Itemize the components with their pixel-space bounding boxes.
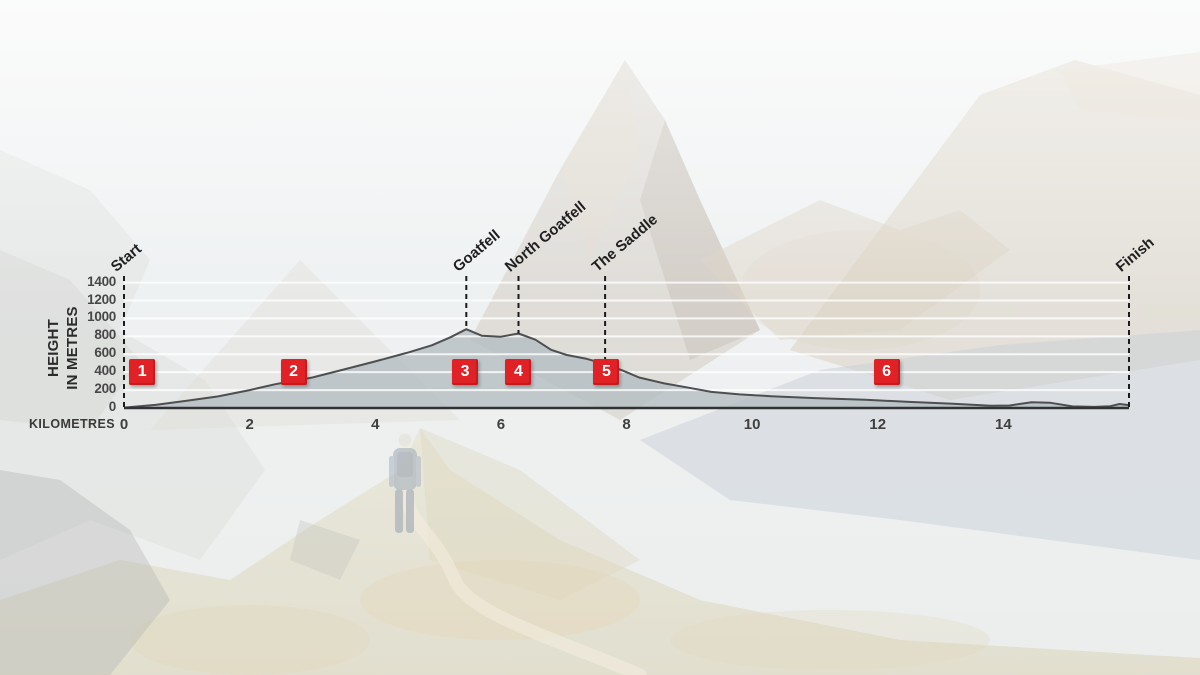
route-marker-2: 2 bbox=[280, 359, 307, 386]
route-marker-6: 6 bbox=[873, 359, 900, 386]
y-tick-label: 0 bbox=[108, 399, 117, 414]
x-tick-label: 4 bbox=[371, 416, 380, 433]
x-tick-label: 8 bbox=[622, 416, 631, 433]
x-tick-label: 2 bbox=[245, 416, 254, 433]
trail-path bbox=[398, 443, 647, 675]
y-tick-label: 800 bbox=[94, 327, 116, 343]
x-tick-label: 0 bbox=[119, 416, 129, 433]
y-tick-label: 1000 bbox=[87, 309, 116, 325]
x-tick-label: 12 bbox=[869, 416, 887, 433]
route-marker-5: 5 bbox=[593, 359, 620, 386]
route-marker-1: 1 bbox=[129, 359, 156, 386]
x-tick-label: 10 bbox=[743, 416, 761, 433]
hiker bbox=[389, 433, 421, 533]
grass-foreground bbox=[0, 428, 1200, 675]
y-tick-label: 600 bbox=[94, 345, 116, 361]
x-axis-title: KILOMETRES bbox=[29, 417, 115, 431]
y-tick-label: 1400 bbox=[87, 273, 116, 289]
x-tick-label: 6 bbox=[496, 416, 506, 433]
route-marker-4: 4 bbox=[505, 359, 532, 386]
elevation-area bbox=[124, 329, 1129, 408]
y-tick-label: 200 bbox=[94, 381, 116, 397]
y-tick-label: 400 bbox=[94, 363, 116, 379]
x-tick-label: 14 bbox=[995, 416, 1012, 433]
y-tick-label: 1200 bbox=[87, 291, 116, 307]
route-marker-3: 3 bbox=[452, 359, 479, 386]
